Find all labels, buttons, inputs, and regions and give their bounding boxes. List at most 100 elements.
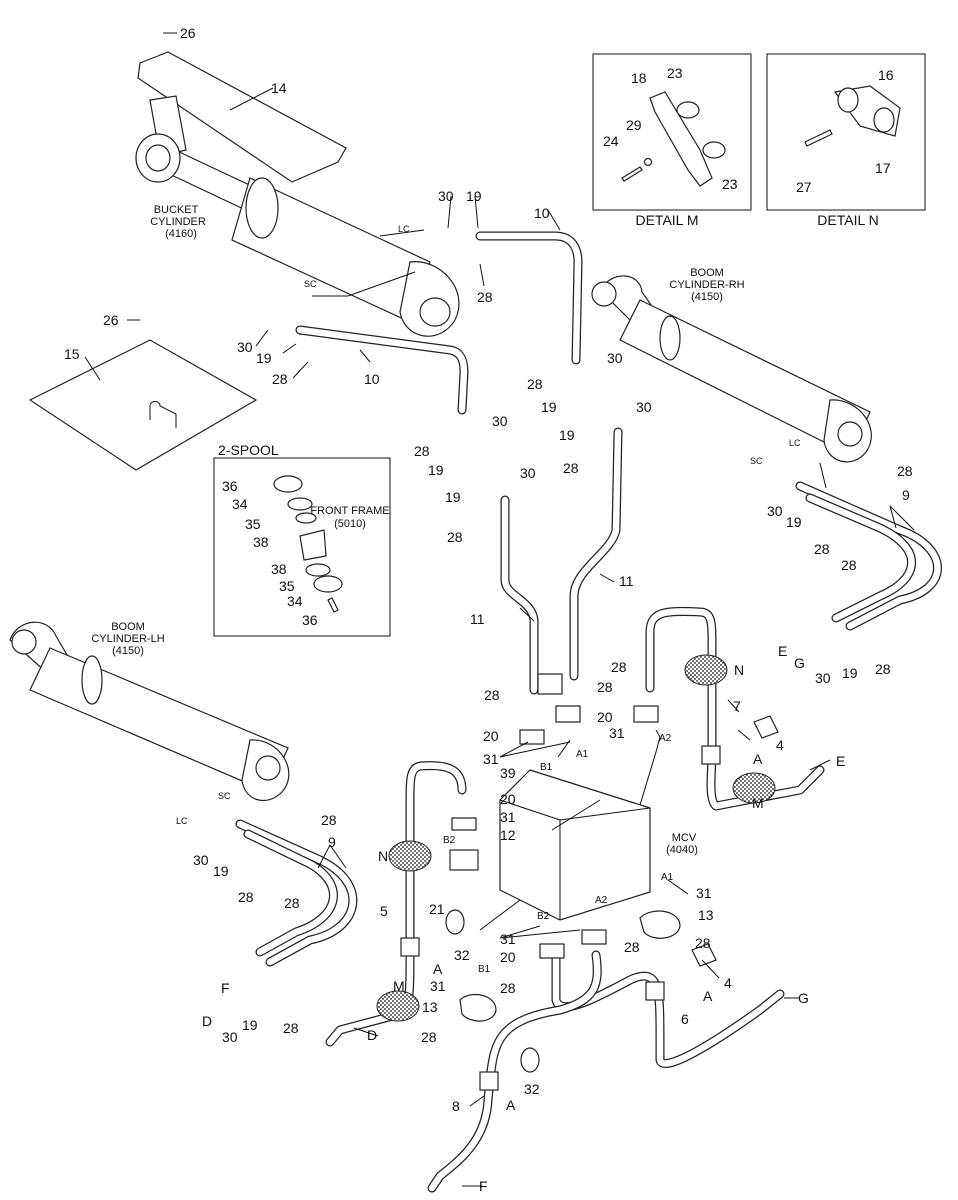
callout-39: 39 xyxy=(500,765,516,781)
clamp-bore-right xyxy=(873,107,895,133)
callout-4-upper: 4 xyxy=(776,737,784,753)
lc-label-bucket: LC xyxy=(398,224,410,234)
callout-4-lower: 4 xyxy=(724,975,732,991)
marker-a-lower1: A xyxy=(433,961,443,977)
callout-30-lh1: 30 xyxy=(193,852,209,868)
bucket-cylinder-code: (4160) xyxy=(165,228,197,240)
hose-lines xyxy=(235,231,942,1193)
callout-28-i: 28 xyxy=(500,980,516,996)
cover-plate-14 xyxy=(137,51,347,183)
callout-19-lower: 19 xyxy=(256,350,272,366)
callout-29: 29 xyxy=(626,117,642,133)
part-callouts: 26 14 30 19 10 28 26 15 30 19 28 10 28 3… xyxy=(64,25,913,1114)
mcv-label: MCV xyxy=(672,832,697,844)
marker-m-lower: M xyxy=(393,978,405,994)
callout-8: 8 xyxy=(452,1098,460,1114)
marker-d-lower: D xyxy=(367,1027,377,1043)
callout-16: 16 xyxy=(878,67,894,83)
callout-30-c: 30 xyxy=(492,413,508,429)
callout-28-lower: 28 xyxy=(272,371,288,387)
callout-19-rh2: 19 xyxy=(842,665,858,681)
marker-g-rh: G xyxy=(794,655,805,671)
callout-7: 7 xyxy=(733,698,741,714)
marker-a2-bottom: A2 xyxy=(595,895,608,906)
marker-n-lower: N xyxy=(378,848,388,864)
bucket-cylinder xyxy=(135,51,460,337)
two-spool-inset: 2-SPOOL FRONT FRAME (5010) xyxy=(213,442,391,637)
marker-m-upper: M xyxy=(752,795,764,811)
sc-label-rh: SC xyxy=(750,456,763,466)
boom-cylinder-rh xyxy=(591,275,872,463)
front-frame-caption-line1: FRONT FRAME xyxy=(310,505,389,517)
callout-28-d: 28 xyxy=(447,529,463,545)
callout-36-a: 36 xyxy=(222,478,238,494)
callout-31-d: 31 xyxy=(430,978,446,994)
callout-19-lh1: 19 xyxy=(213,863,229,879)
marker-a-lower3: A xyxy=(506,1097,516,1113)
callout-20-a: 20 xyxy=(483,728,499,744)
callout-30-b: 30 xyxy=(636,399,652,415)
callout-9-lh: 9 xyxy=(328,834,336,850)
boom-lh-code: (4150) xyxy=(112,645,144,657)
callout-24: 24 xyxy=(603,133,619,149)
callout-14: 14 xyxy=(271,80,287,96)
callout-26-top: 26 xyxy=(180,25,196,41)
cover-plate-15 xyxy=(28,339,258,471)
callout-28-lh1: 28 xyxy=(321,812,337,828)
boom-rh-code: (4150) xyxy=(691,291,723,303)
front-frame-caption-line2: (5010) xyxy=(334,518,366,530)
lc-label-rh: LC xyxy=(789,438,801,448)
detail-m-marker-lower xyxy=(376,990,420,1022)
callout-18: 18 xyxy=(631,70,647,86)
sc-label-lh: SC xyxy=(218,791,231,801)
clamp-ring-23-upper xyxy=(676,101,700,119)
marker-a2-top: A2 xyxy=(659,733,672,744)
marker-a-upper: A xyxy=(753,751,763,767)
callout-15: 15 xyxy=(64,346,80,362)
clamp-bore-left xyxy=(837,87,859,113)
callout-35-a: 35 xyxy=(245,516,261,532)
callout-28-j: 28 xyxy=(624,939,640,955)
callout-28-lh2: 28 xyxy=(238,889,254,905)
marker-b2-bottom: B2 xyxy=(537,911,550,922)
callout-28-h: 28 xyxy=(421,1029,437,1045)
marker-a1-top: A1 xyxy=(576,749,589,760)
callout-28-bucket: 28 xyxy=(477,289,493,305)
marker-b2-top: B2 xyxy=(443,835,456,846)
callout-30-d: 30 xyxy=(520,465,536,481)
callout-17: 17 xyxy=(875,160,891,176)
callout-31-c: 31 xyxy=(500,809,516,825)
sc-label-bucket: SC xyxy=(304,279,317,289)
callout-5: 5 xyxy=(380,903,388,919)
callout-30-rh: 30 xyxy=(767,503,783,519)
callout-20-d: 20 xyxy=(500,949,516,965)
callout-32-lower: 32 xyxy=(524,1081,540,1097)
callout-19-lh2: 19 xyxy=(242,1017,258,1033)
marker-e-rh: E xyxy=(836,753,845,769)
callout-28-f: 28 xyxy=(484,687,500,703)
callout-28-rh1: 28 xyxy=(897,463,913,479)
detail-n-marker-upper xyxy=(684,654,728,686)
callout-28-lh4: 28 xyxy=(283,1020,299,1036)
callout-27: 27 xyxy=(796,179,812,195)
bucket-cylinder-label-2: CYLINDER xyxy=(150,216,206,228)
callout-30-lower: 30 xyxy=(237,339,253,355)
callout-28-k: 28 xyxy=(695,935,711,951)
boom-rh-label: BOOM xyxy=(690,267,724,279)
marker-f-lh: F xyxy=(221,980,230,996)
callout-31-e: 31 xyxy=(500,931,516,947)
detail-n-caption: DETAIL N xyxy=(817,212,878,228)
marker-n-upper: N xyxy=(734,662,744,678)
callout-34-b: 34 xyxy=(287,593,303,609)
callout-28-e: 28 xyxy=(611,659,627,675)
callout-13-a: 13 xyxy=(422,999,438,1015)
callout-28-c: 28 xyxy=(414,443,430,459)
bolt-27 xyxy=(804,129,833,147)
callout-31-f: 31 xyxy=(696,885,712,901)
callout-30-rh2: 30 xyxy=(815,670,831,686)
callout-35-b: 35 xyxy=(279,578,295,594)
mcv-code: (4040) xyxy=(666,844,698,856)
callout-19-bucket: 19 xyxy=(466,188,482,204)
callout-6: 6 xyxy=(681,1011,689,1027)
